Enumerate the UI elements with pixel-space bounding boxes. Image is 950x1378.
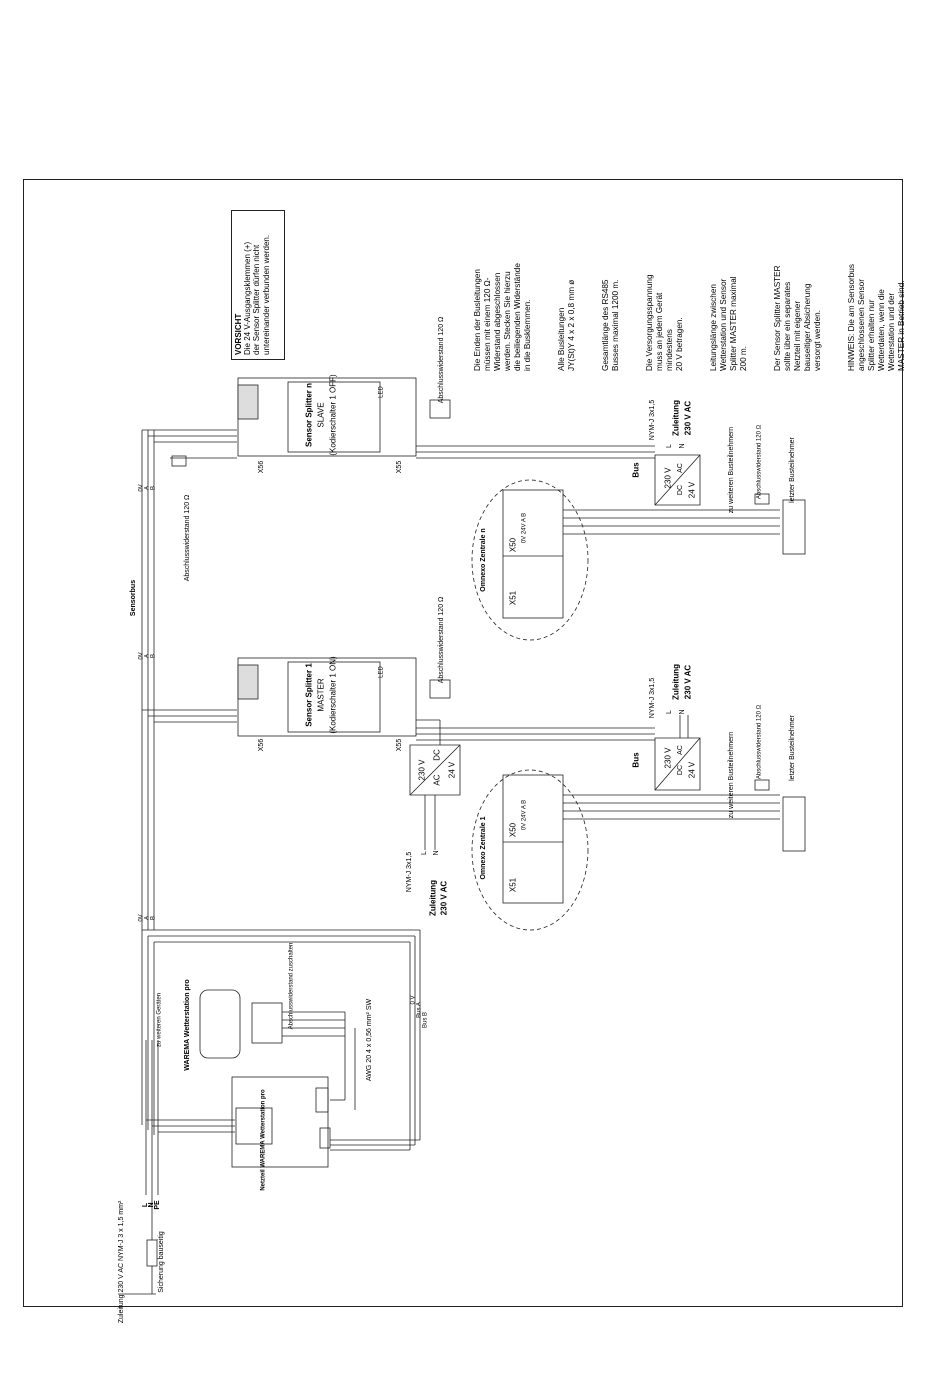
bus-n-further: zu weiteren Busteilnehmern [727, 426, 735, 514]
splitter-1-mode: MASTER [316, 678, 326, 712]
bus-n-dc: DC [676, 484, 684, 496]
bus-n-ac: AC [676, 463, 684, 473]
central-n-title: Omnexo Zentrale n [479, 528, 487, 592]
splitter-n-switch: (Kodierschalter 1 OFF) [328, 374, 338, 456]
bus-1-dc: DC [676, 764, 684, 776]
supply-3-cable: NYM-J 3x1,5 [648, 399, 656, 441]
splitter-1-x55: X55 [395, 738, 403, 752]
splitter-1-title: Sensor Splitter 1 [304, 663, 314, 727]
wire-b-label: Bus B [422, 1011, 429, 1029]
splitter-n-x56: X56 [257, 460, 265, 474]
last-node-n [782, 499, 806, 555]
splitter-1-box [237, 657, 417, 737]
bus-n-out: 24 V [687, 481, 697, 499]
splitter-n-box [237, 377, 417, 457]
supply-PE: PE [153, 1200, 161, 1210]
supply-1-N: N [432, 850, 440, 856]
bus-1-ac: AC [676, 745, 684, 755]
supply-3-N: N [678, 443, 686, 449]
central-n-x50-sub: 0V 24V A B [521, 512, 528, 544]
psu-1-out: 24 V [447, 761, 457, 779]
supply-1-L: L [420, 851, 428, 855]
last-node-1 [782, 796, 806, 852]
sensorbus-wire-b: B [150, 915, 157, 921]
sensorbus-wire-b-3: B [150, 485, 157, 491]
splitter-n-mode: SLAVE [316, 402, 326, 428]
splitter-n-title: Sensor Splitter n [304, 382, 314, 448]
sensorbus-wire-b-2: B [150, 653, 157, 659]
supply-3-voltage: 230 V AC [683, 400, 693, 436]
note-bus-cable: Alle Busleitungen JY(St)Y 4 x 2 x 0,8 mm… [557, 279, 576, 371]
supply-2-voltage: 230 V AC [683, 664, 693, 700]
supply-1-cable: NYM-J 3x1,5 [405, 851, 413, 893]
bus-1-last: letzter Busteilnehmer [788, 715, 796, 781]
splitter-n-led: LED [378, 386, 385, 398]
note-hint: HINWEIS: Die am Sensorbus angeschlossene… [847, 264, 906, 371]
psu-1-in: 230 V [417, 759, 427, 781]
weather-station-title: WAREMA Wetterstation pro [183, 979, 191, 1071]
central-1-box [502, 774, 564, 904]
resistor-label-splitter-1: Abschlusswiderstand 120 Ω [437, 596, 445, 684]
central-1-zone [471, 769, 589, 931]
caution-title: VORSICHT [234, 313, 243, 355]
supply-2-L: L [665, 710, 673, 714]
supply-2-cable: NYM-J 3x1,5 [648, 677, 656, 719]
diagram-frame [23, 179, 903, 1307]
splitter-1-led: LED [378, 666, 385, 678]
supply-label: Zuleitung 230 V AC NYM-J 3 x 1,5 mm² [117, 1200, 125, 1324]
psu-weather-box [231, 1076, 329, 1168]
bus-1-label: Bus [631, 752, 641, 768]
central-n-x50: X50 [508, 537, 518, 553]
psu-1-dc: DC [432, 749, 442, 761]
bus-1-in: 230 V [663, 747, 673, 769]
bus-n-last: letzter Busteilnehmer [788, 437, 796, 503]
bus-1-further: zu weiteren Busteilnehmern [727, 731, 735, 819]
resistor-label-bus-n: Abschlusswiderstand 120 Ω [756, 424, 763, 500]
other-devices-label: zu weiteren Geräten [156, 992, 163, 1048]
caution-text: Die 24 V-Ausgangsklemmen (+) der Sensor … [243, 234, 271, 355]
caution-box: VORSICHT Die 24 V-Ausgangsklemmen (+) de… [231, 210, 285, 360]
supply-2-N: N [678, 709, 686, 715]
central-1-x51: X51 [508, 877, 518, 893]
resistor-label-splitter-n: Abschlusswiderstand 120 Ω [437, 316, 445, 404]
central-1-x50: X50 [508, 822, 518, 838]
splitter-n-x55: X55 [395, 460, 403, 474]
termination-note: Abschlusswiderstand zuschalten [288, 942, 295, 1030]
notes-column: Die Enden der Busleitungen müssen mit ei… [453, 221, 906, 372]
note-voltage: Die Versorgungsspannung muss an jedem Ge… [645, 274, 684, 372]
supply-3-L: L [665, 444, 673, 448]
supply-3-title: Zuleitung [671, 400, 681, 436]
sensorbus-label: Sensorbus [129, 579, 137, 617]
bus-1-out: 24 V [687, 761, 697, 779]
note-master-supply: Der Sensor Splitter MASTER sollte über e… [773, 265, 822, 371]
fuse [146, 1239, 158, 1267]
note-termination: Die Enden der Busleitungen müssen mit ei… [473, 263, 532, 371]
fuse-label: Sicherung bauseitig [157, 1231, 165, 1293]
supply-1-title: Zuleitung [428, 880, 438, 916]
central-n-x51: X51 [508, 590, 518, 606]
psu-weather-title: Netzteil WAREMA Wetterstation pro [260, 1089, 267, 1191]
weather-station-body [199, 989, 241, 1059]
central-1-title: Omnexo Zentrale 1 [479, 816, 487, 880]
splitter-1-switch: (Kodierschalter 1 ON) [328, 656, 338, 734]
weather-cable-label: AWG 20 4 x 0,56 mm² SW [365, 998, 373, 1082]
psu-1-ac: AC [432, 774, 442, 786]
note-line-length: Leitungslänge zwischen Wetterstation und… [709, 276, 748, 371]
resistor-label-sensorbus: Abschlusswiderstand 120 Ω [183, 494, 191, 582]
bus-n-in: 230 V [663, 467, 673, 489]
central-n-zone [471, 479, 589, 641]
resistor-label-bus-1: Abschlusswiderstand 120 Ω [756, 704, 763, 780]
bus-n-label: Bus [631, 462, 641, 478]
splitter-1-x56: X56 [257, 738, 265, 752]
supply-1-voltage: 230 V AC [439, 880, 449, 916]
note-bus-length: Gesamtlänge des RS485 Busses maximal 120… [601, 279, 620, 371]
central-1-x50-sub: 0V 24V A B [521, 799, 528, 831]
supply-2-title: Zuleitung [671, 664, 681, 700]
central-n-box [502, 489, 564, 619]
